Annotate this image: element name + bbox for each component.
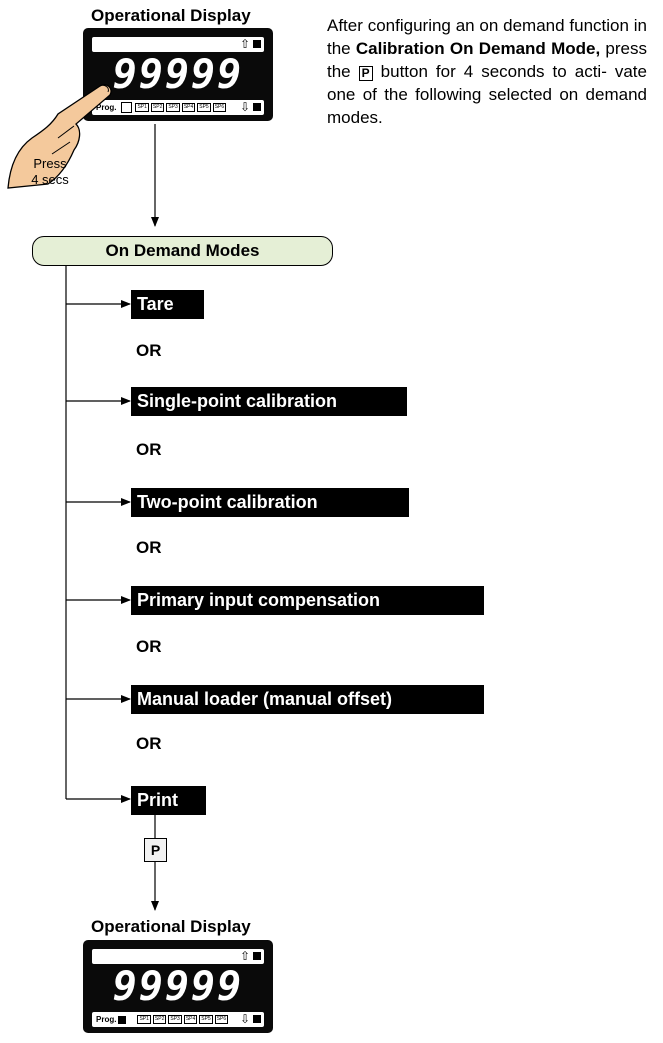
down-arrow-icon: ⇩: [239, 1012, 250, 1026]
setpoint-indicator: SP2: [150, 103, 165, 112]
or-label: OR: [136, 734, 162, 753]
prog-label: Prog.: [96, 103, 117, 112]
down-arrow-icon: ⇩: [239, 100, 250, 114]
indicator-square-icon: [253, 952, 261, 960]
setpoint-indicator: SP2: [152, 1015, 167, 1024]
bottom-display-status-strip: ⇧: [92, 949, 264, 964]
on-demand-modes-label: On Demand Modes: [105, 241, 260, 260]
up-arrow-icon: ⇧: [239, 949, 250, 963]
mode-print[interactable]: Print: [131, 786, 206, 815]
setpoint-indicator: SP6: [212, 103, 227, 112]
up-arrow-icon: ⇧: [239, 37, 250, 51]
instruction-part-2: press the: [327, 39, 647, 81]
or-label: OR: [136, 637, 162, 656]
instruction-part-3: button for 4 seconds to acti- vate one o…: [327, 62, 647, 127]
mode-tare[interactable]: Tare: [131, 290, 204, 319]
top-display-title: Operational Display: [91, 6, 251, 25]
setpoint-indicator: SP3: [168, 1015, 182, 1024]
press-duration-text: 4 secs: [31, 172, 69, 187]
bottom-display-button-strip: Prog. SP1 SP2 SP3 SP4 SP5 SP6 ⇩: [92, 1012, 264, 1027]
bottom-operational-display: ⇧ 99999 Prog. SP1 SP2 SP3 SP4 SP5 SP6 ⇩: [83, 940, 273, 1033]
setpoint-indicator: SP5: [199, 1015, 213, 1024]
top-display-status-strip: ⇧: [92, 37, 264, 52]
top-display-button-strip: Prog. SP1 SP2 SP3 SP4 SP5 SP6 ⇩: [92, 100, 264, 115]
setpoint-indicator: SP5: [197, 103, 211, 112]
setpoint-indicator: SP4: [183, 1015, 198, 1024]
on-demand-modes-box: On Demand Modes: [32, 236, 333, 266]
setpoint-indicators: SP1 SP2 SP3 SP4 SP5 SP6: [136, 1015, 229, 1024]
down-square-icon: [253, 103, 261, 111]
down-square-icon: [253, 1015, 261, 1023]
mode-single-point-calibration[interactable]: Single-point calibration: [131, 387, 407, 416]
prog-label: Prog.: [96, 1015, 117, 1024]
p-key-glyph: P: [358, 66, 373, 81]
press-callout: Press 4 secs: [26, 156, 74, 188]
setpoint-indicator: SP1: [137, 1015, 151, 1024]
instruction-mode-name: Calibration On Demand Mode,: [355, 39, 601, 58]
bottom-display-title: Operational Display: [91, 917, 251, 936]
setpoint-indicators: SP1 SP2 SP3 SP4 SP5 SP6: [134, 103, 227, 112]
p-button[interactable]: [121, 102, 132, 113]
setpoint-indicator: SP4: [181, 103, 196, 112]
setpoint-indicator: SP3: [166, 103, 180, 112]
setpoint-indicator: SP1: [135, 103, 149, 112]
or-label: OR: [136, 341, 162, 360]
instruction-text: After configuring an on demand function …: [327, 14, 647, 129]
pressing-hand-icon: [7, 84, 112, 189]
p-button[interactable]: [118, 1015, 127, 1024]
indicator-square-icon: [253, 40, 261, 48]
mode-manual-loader[interactable]: Manual loader (manual offset): [131, 685, 484, 714]
or-label: OR: [136, 538, 162, 557]
bottom-display-readout: 99999: [93, 965, 263, 1009]
press-text: Press: [33, 156, 67, 171]
mode-two-point-calibration[interactable]: Two-point calibration: [131, 488, 409, 517]
setpoint-indicator: SP6: [214, 1015, 229, 1024]
top-operational-display: ⇧ 99999 Prog. SP1 SP2 SP3 SP4 SP5 SP6 ⇩: [83, 28, 273, 121]
top-display-readout: 99999: [93, 53, 263, 97]
mode-primary-input-compensation[interactable]: Primary input compensation: [131, 586, 484, 615]
instruction-part-1: After configuring an on demand function …: [327, 16, 647, 58]
or-label: OR: [136, 440, 162, 459]
p-button[interactable]: P: [144, 838, 167, 862]
